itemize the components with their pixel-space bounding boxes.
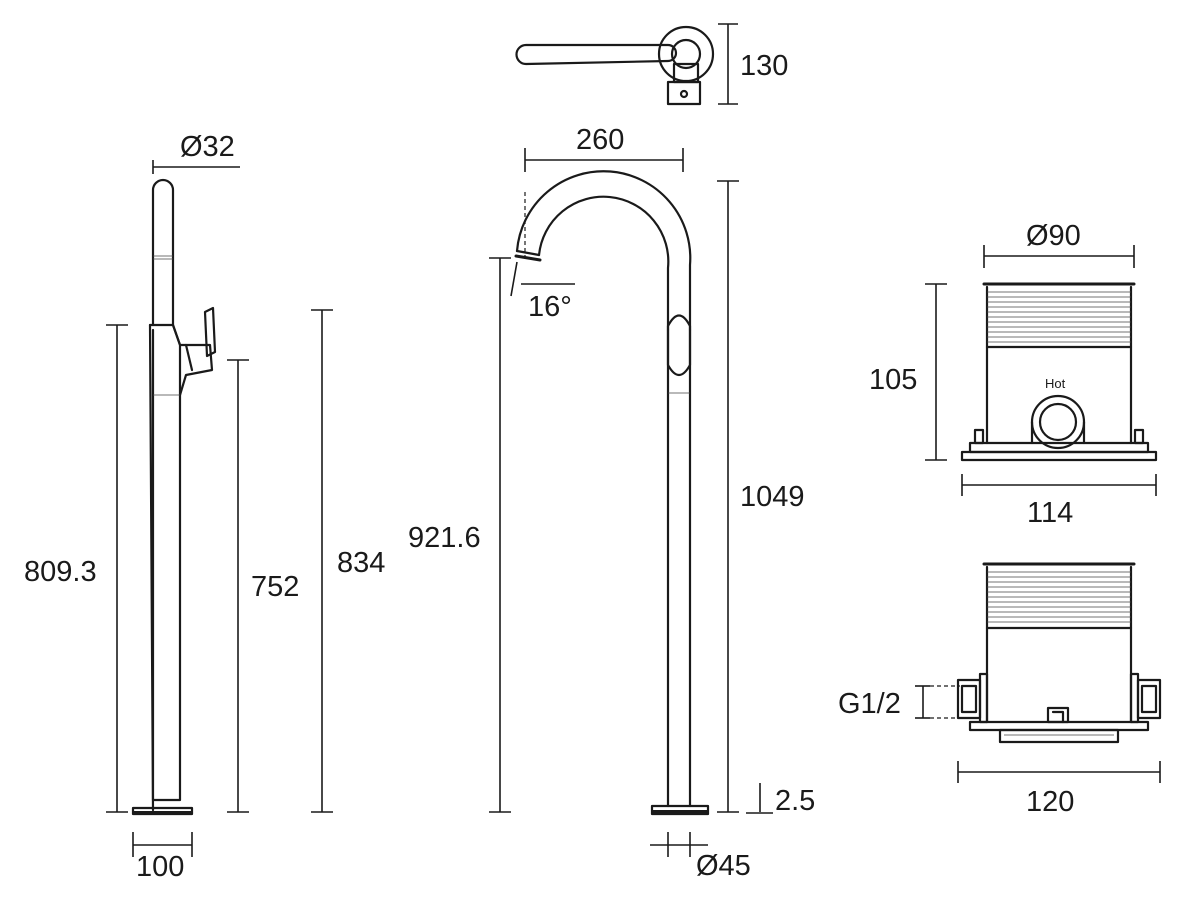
dim-box-top-flange-width: 114 bbox=[961, 474, 1157, 529]
label-side-total-height: 834 bbox=[337, 547, 385, 579]
label-side-diameter: Ø32 bbox=[180, 131, 235, 163]
box-top: Hot bbox=[960, 282, 1158, 462]
dim-front-reach: 260 bbox=[524, 124, 684, 172]
label-side-body-height: 809.3 bbox=[24, 556, 97, 588]
label-front-total-height: 1049 bbox=[740, 481, 805, 513]
label-side-lever-height: 752 bbox=[251, 571, 299, 603]
dim-front-angle: 16° bbox=[510, 192, 575, 323]
label-front-outlet-height: 921.6 bbox=[408, 522, 481, 554]
label-front-base-diameter: Ø45 bbox=[696, 850, 751, 882]
dim-handle-height: 130 bbox=[718, 23, 788, 105]
label-box-top-height: 105 bbox=[869, 364, 917, 396]
label-front-base-thickness: 2.5 bbox=[775, 785, 815, 817]
handle-top-view bbox=[515, 25, 715, 106]
dim-box-bottom-thread: G1/2 bbox=[838, 685, 960, 720]
dim-front-base-diameter: Ø45 bbox=[650, 832, 751, 882]
dim-front-base-thickness: 2.5 bbox=[746, 783, 815, 817]
label-front-angle: 16° bbox=[528, 291, 572, 323]
label-box-bottom-width: 120 bbox=[1026, 786, 1074, 818]
box-top-thread-lines bbox=[987, 291, 1131, 343]
side-view bbox=[131, 178, 217, 816]
label-front-reach: 260 bbox=[576, 124, 624, 156]
dim-box-top-diameter: Ø90 bbox=[983, 220, 1135, 268]
dim-box-bottom-width: 120 bbox=[957, 761, 1161, 818]
front-view bbox=[514, 170, 710, 816]
label-box-top-flange-width: 114 bbox=[1027, 497, 1073, 529]
dim-side-total-height: 834 bbox=[311, 309, 385, 813]
dim-side-body-height: 809.3 bbox=[24, 324, 128, 813]
box-bottom-thread-lines bbox=[987, 571, 1131, 623]
label-box-bottom-thread: G1/2 bbox=[838, 688, 901, 720]
dim-front-total-height: 1049 bbox=[717, 180, 805, 813]
dim-side-base-width: 100 bbox=[132, 832, 193, 883]
label-handle-height: 130 bbox=[740, 50, 788, 82]
label-box-top-diameter: Ø90 bbox=[1026, 220, 1081, 252]
dim-box-top-height: 105 bbox=[869, 283, 947, 461]
dim-side-diameter: Ø32 bbox=[152, 131, 240, 174]
label-side-base-width: 100 bbox=[136, 851, 184, 883]
dim-side-lever-height: 752 bbox=[227, 359, 299, 813]
dim-front-outlet-height: 921.6 bbox=[408, 257, 511, 813]
label-hot-inlet: Hot bbox=[1045, 376, 1066, 391]
box-bottom bbox=[956, 562, 1162, 744]
